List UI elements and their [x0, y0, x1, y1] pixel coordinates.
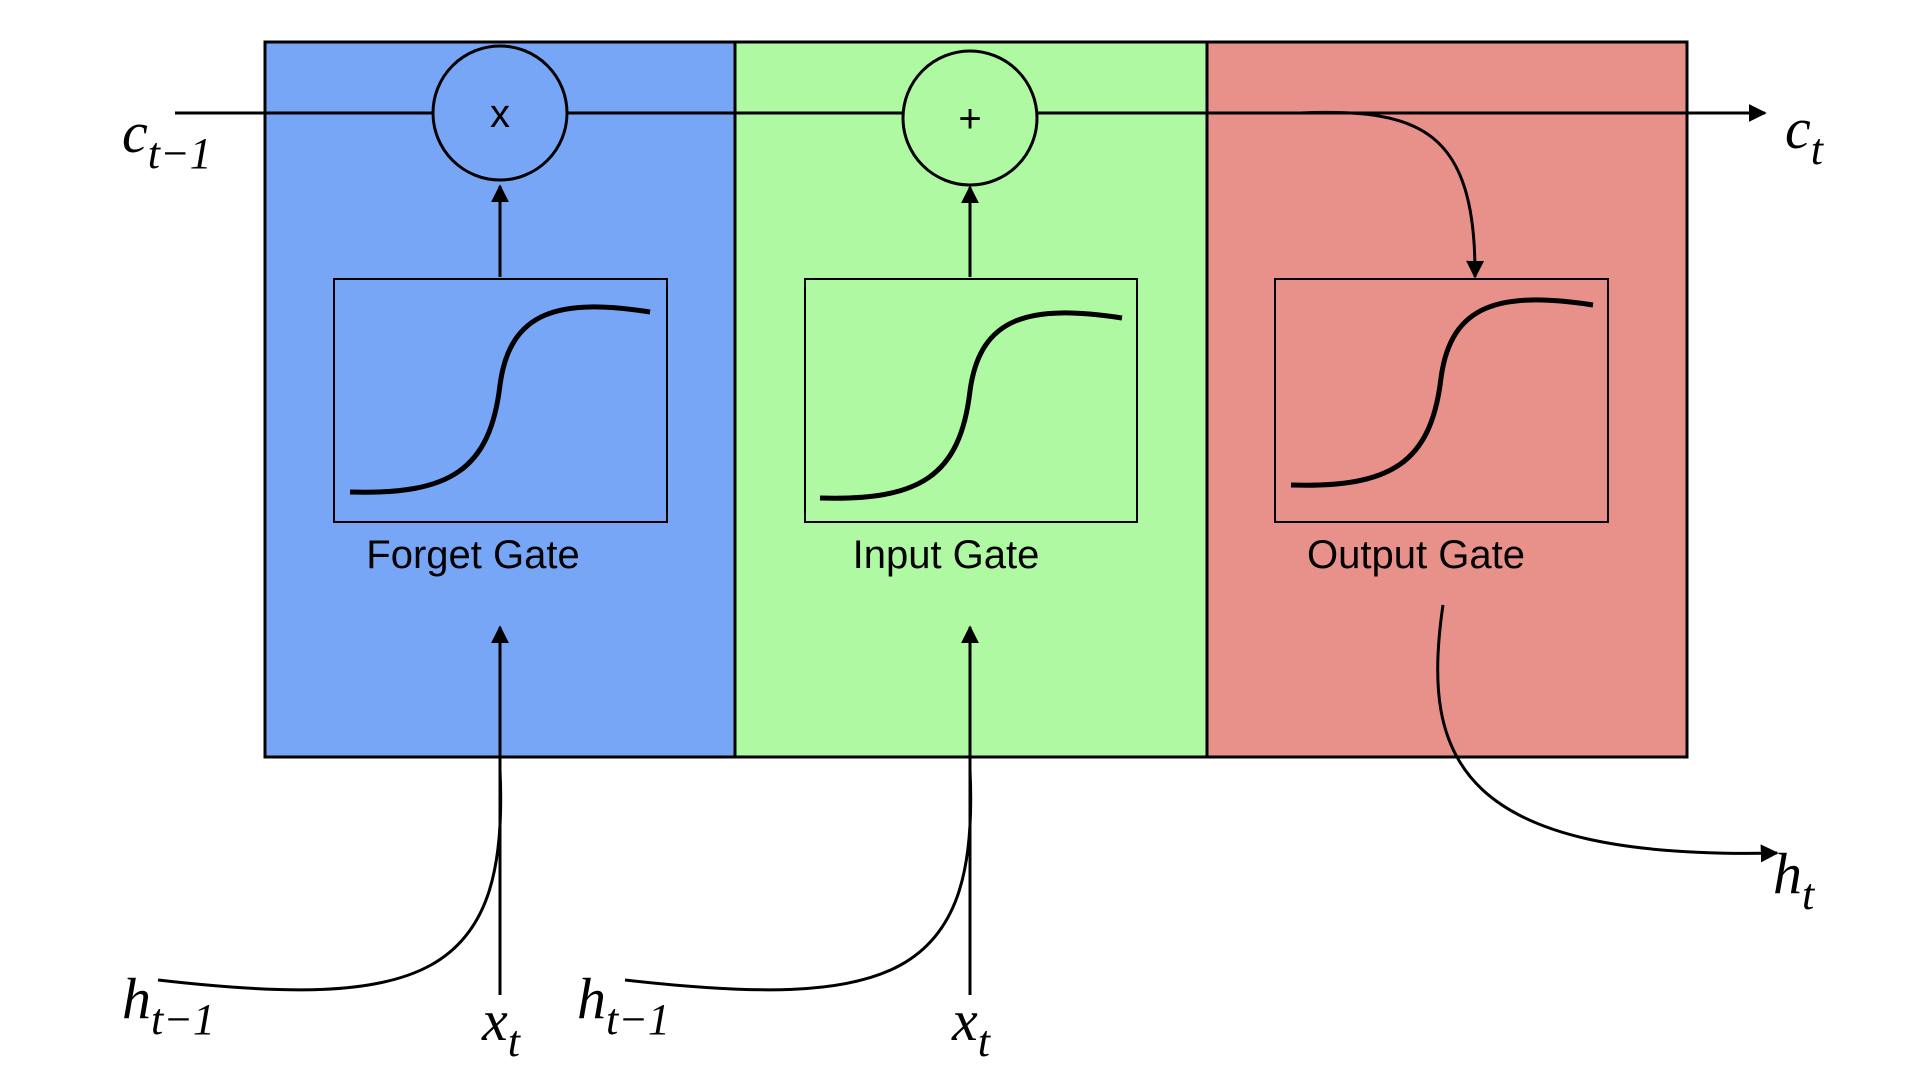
forget-sigmoid-curve	[349, 304, 651, 495]
output-sigmoid-box	[1274, 278, 1609, 523]
forget-sigmoid-box	[333, 278, 668, 523]
c-prev-label: ct−1	[122, 100, 212, 178]
forget-gate-label: Forget Gate	[366, 533, 579, 577]
h-output-label: ht	[1773, 841, 1816, 919]
forget-h-input-curve	[157, 769, 503, 992]
c-next-label: ct	[1785, 96, 1825, 174]
h-prev-input-label: ht−1	[577, 966, 670, 1044]
h-prev-forget-label: ht−1	[122, 966, 215, 1044]
multiply-operator-label: x	[490, 92, 510, 136]
hidden-output-arrow	[1436, 604, 1779, 863]
add-circle	[901, 49, 1039, 187]
output-gate-label: Output Gate	[1307, 533, 1525, 577]
multiply-circle	[431, 44, 569, 182]
output-cell-feed-arrow	[1299, 110, 1485, 279]
x-input-label: xt	[951, 988, 992, 1066]
output-sigmoid-curve	[1290, 297, 1594, 488]
input-sigmoid-box	[804, 278, 1138, 523]
input-h-input-curve	[624, 769, 973, 992]
x-forget-label: xt	[481, 988, 522, 1066]
input-gate-label: Input Gate	[853, 533, 1040, 577]
input-sigmoid-curve	[819, 310, 1123, 501]
output-gate-panel	[1205, 40, 1689, 759]
add-operator-label: +	[958, 97, 981, 141]
